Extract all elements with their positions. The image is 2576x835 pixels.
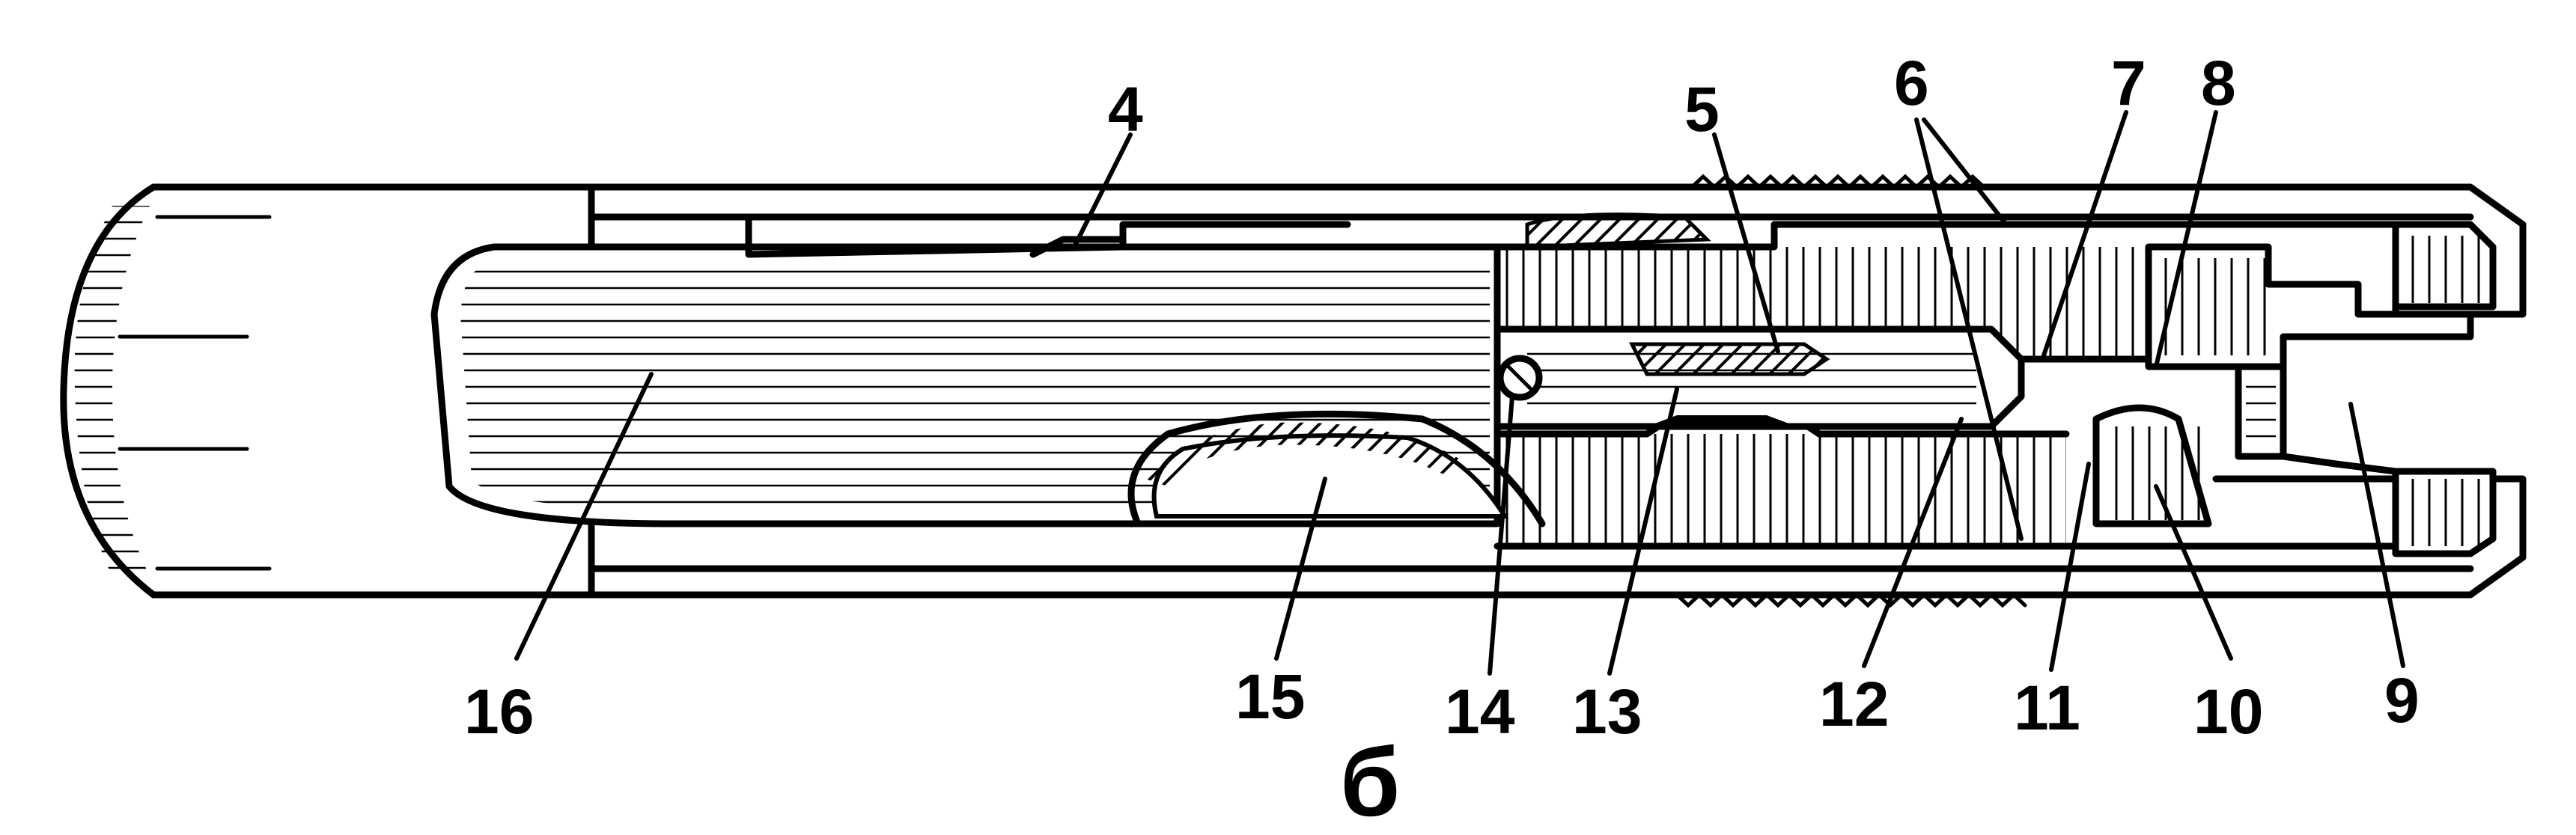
part-labels: 4 5 6 7 8 9 10 11 12 13 14 15 16 <box>464 48 2420 747</box>
label-5: 5 <box>1684 74 1720 144</box>
label-7: 7 <box>2111 48 2146 118</box>
label-16: 16 <box>464 676 534 747</box>
label-8: 8 <box>2201 48 2236 118</box>
figure-caption: б <box>1340 727 1400 835</box>
label-6: 6 <box>1894 48 1929 118</box>
label-4: 4 <box>1108 74 1143 144</box>
cavity-part-15 <box>1127 410 1546 527</box>
label-14: 14 <box>1445 676 1515 747</box>
leader-lines <box>514 110 2405 676</box>
label-9: 9 <box>2384 665 2420 735</box>
end-assembly <box>2092 221 2497 557</box>
label-12: 12 <box>1819 669 1889 739</box>
ball-part-14 <box>1496 355 1543 401</box>
label-10: 10 <box>2193 676 2263 747</box>
label-11: 11 <box>2014 673 2080 743</box>
striker-part-13 <box>1493 325 2025 430</box>
label-13: 13 <box>1572 676 1642 747</box>
label-15: 15 <box>1235 661 1305 732</box>
